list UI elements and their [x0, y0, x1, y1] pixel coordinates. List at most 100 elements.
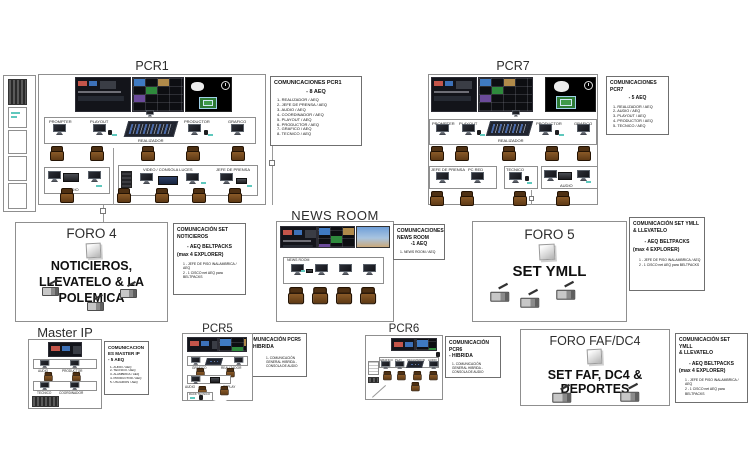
rack-unit-icon [368, 377, 379, 383]
rack-display-icon [11, 112, 20, 114]
chair-icon [429, 371, 438, 381]
video-still [554, 81, 569, 92]
comm-ymll-note: COMUNICACIÓN SET YMLL & LLEVATELO - AEQ … [629, 217, 705, 291]
comm-item: 1- REALIZADOR / AEQ [277, 97, 319, 102]
comm-title: COMUNICACIÓN [449, 340, 489, 346]
monitor-icon [186, 173, 199, 184]
pcr7-title: PCR7 [496, 59, 530, 73]
comm-title: NEWS ROOM [397, 234, 429, 241]
comm-subtitle: - AEQ BELTPACKS [644, 239, 690, 245]
comm-item: 1- AUDIO / AEQ [110, 364, 132, 369]
chair-icon [90, 146, 104, 162]
comm-items: 1- AUDIO / AEQ 2- TECNICO / AEQ 3- ALAMB… [108, 364, 145, 385]
rack-unit-icon [32, 396, 59, 407]
monitor-icon [363, 264, 376, 275]
station-label: PLAYOUT [90, 119, 109, 124]
comm-item: 3- PLAYOUT / AEQ [613, 114, 646, 119]
clock-icon [584, 81, 593, 90]
chair-icon [502, 146, 516, 162]
aeq-tag [301, 270, 305, 272]
comm-items: 1- COMUNICACIÓN GENERAL HIBRIDA - CONSOL… [449, 362, 497, 374]
monitor-icon [315, 264, 328, 275]
aeq-tag [208, 134, 213, 136]
audio-mixer-icon [63, 173, 79, 182]
comm-item: 2 - 1 CISCO net AEQ para BELTPACKS [685, 387, 725, 396]
access-point-icon [538, 243, 556, 261]
monitor-icon [40, 360, 50, 368]
comm-master-note: COMUNICACION ES MASTER IP - 5 AEQ 1- AUD… [104, 341, 149, 395]
video-still [191, 82, 204, 91]
rack-unit-icon [8, 79, 27, 105]
pcr5-desk-row2 [187, 375, 231, 384]
comm-item: 1 - JEFE DE PISO INALAMBRICA / AEQ [183, 261, 237, 270]
comm-item: 5- TECNICO / AEQ [613, 124, 646, 129]
chair-icon [228, 188, 242, 204]
monitor-icon [53, 124, 66, 135]
tennis-court-still [199, 97, 217, 109]
chair-icon [117, 188, 131, 204]
monitor-icon [429, 361, 439, 369]
pcr1-program-screen [185, 77, 232, 112]
master-title: Master IP [37, 325, 93, 340]
chair-icon [288, 287, 305, 305]
station-label: TECNICO [506, 167, 524, 172]
chair-icon [336, 287, 353, 305]
camera-icon [554, 283, 579, 301]
chair-icon [383, 371, 392, 381]
aeq-tag [96, 185, 102, 187]
comm-item: 4- PRODUCTOR / AEQ [110, 375, 142, 380]
comm-title: ES MASTER IP [108, 350, 140, 356]
pcr6-multiviewer [415, 338, 437, 351]
monitor-icon [48, 171, 61, 182]
video-switcher-icon [123, 121, 179, 137]
monitor-icon [577, 124, 590, 135]
comm-subtitle: - AEQ BELTPACKS [187, 244, 232, 250]
monitor-icon [291, 264, 304, 275]
access-point-icon [586, 348, 603, 365]
pcr6-screen [391, 338, 415, 351]
comm-title: COMUNICACIÓN PCR5 [246, 337, 301, 343]
comm-item: 8- TECNICO / AEQ [277, 131, 312, 137]
monitor-icon [436, 124, 449, 135]
monitor-icon [381, 361, 391, 369]
camera-icon [118, 283, 140, 299]
pcr1-multiviewer-screen [132, 77, 184, 112]
monitor-icon [395, 361, 405, 369]
chair-icon [186, 146, 200, 162]
aeq-tag [112, 134, 117, 136]
chair-icon [220, 386, 229, 396]
master-desk-row2 [33, 381, 97, 391]
aeq-tag [586, 181, 591, 183]
connector-node [529, 196, 534, 201]
comm-items: 1- REALIZADOR / AEQ 2- AUDIO / AEQ 3- PL… [610, 105, 665, 130]
pcr5-pointer [213, 400, 243, 411]
aeq-tag [201, 182, 206, 184]
monitor-icon [436, 172, 449, 183]
comm-title: COMUNICACIONES PCR1 [274, 80, 342, 86]
camera-icon [40, 281, 62, 297]
chair-icon [397, 371, 406, 381]
foro5-set-name: SET YMLL [512, 263, 587, 280]
comm-item: 1 - JEFE DE PISO INALAMBRICA / AEQ [685, 378, 739, 387]
comm-items: 1- COMUNICACIÓN GENERAL HIBRIDA - CONSOL… [240, 356, 303, 368]
comm-item: 2 - 1 CISCO net AEQ para BELTPACKS [639, 262, 700, 267]
station-label: PRODUCTOR [62, 369, 83, 373]
monitor-icon [462, 124, 475, 135]
comm-title: COMUNICACIONES PCR7 [610, 80, 657, 93]
comm-pcr1-note: COMUNICACIONES PCR1 - 8 AEQ 1- REALIZADO… [270, 76, 362, 146]
station-label: AUDIO [185, 385, 196, 389]
station-label: PROMPTER [49, 119, 72, 124]
comm-item: 1- REALIZADOR / AEQ [613, 104, 653, 109]
monitor-icon [512, 110, 520, 117]
comm-title: COMUNICACIONES [397, 228, 444, 234]
monitor-icon [93, 124, 106, 135]
comm-item: 4- PRODUCTOR / AEQ [613, 119, 653, 124]
station-label: PRODUCTOR [184, 119, 210, 124]
chair-icon [556, 191, 570, 207]
forofaf-set-name: SET FAF, DC4 & DEPORTES [547, 368, 643, 396]
comm-subtitle: - 8 AEQ [306, 88, 326, 95]
chair-icon [50, 146, 64, 162]
monitor-icon [231, 124, 244, 135]
rack-display-icon [11, 116, 17, 118]
forofaf-title: FORO FAF/DC4 [549, 334, 641, 348]
